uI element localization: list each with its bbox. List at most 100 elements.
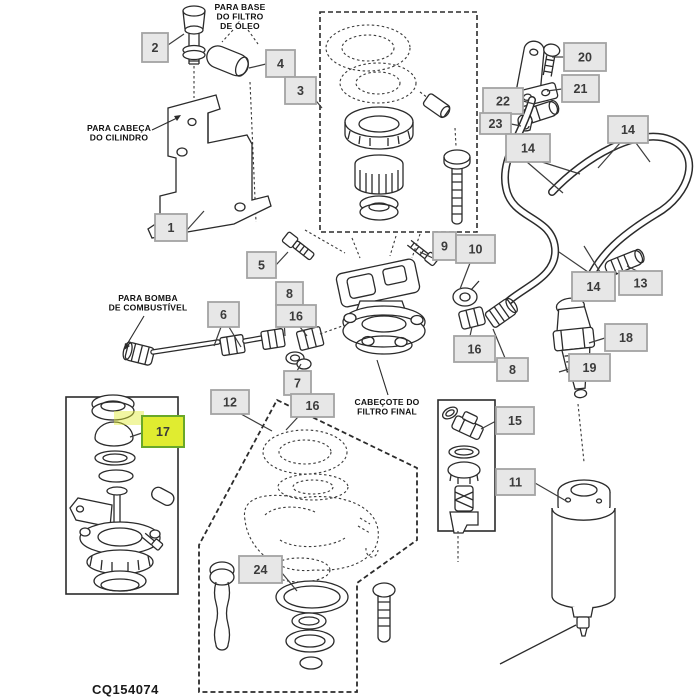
sensor-18-19 xyxy=(552,297,596,399)
callout-number: 24 xyxy=(254,563,268,577)
callout-leader xyxy=(167,33,185,46)
callout-20[interactable]: 20 xyxy=(563,42,607,72)
callout-number: 14 xyxy=(521,142,535,156)
callout-14[interactable]: 14 xyxy=(571,271,616,302)
callout-16[interactable]: 16 xyxy=(453,335,496,363)
callout-leader xyxy=(275,251,289,266)
callout-4[interactable]: 4 xyxy=(265,49,296,78)
callout-box xyxy=(495,468,536,496)
callout-22[interactable]: 22 xyxy=(482,87,524,115)
callout-leader xyxy=(459,262,471,290)
callout-box xyxy=(246,251,277,279)
callout-number: 14 xyxy=(587,280,601,294)
callout-box xyxy=(479,112,512,135)
callout-box xyxy=(275,304,317,328)
callout-box xyxy=(141,415,185,448)
callout-8[interactable]: 8 xyxy=(275,281,304,306)
callout-14[interactable]: 14 xyxy=(607,115,649,144)
callout-box xyxy=(618,270,663,296)
callout-5[interactable]: 5 xyxy=(246,251,277,279)
callout-16[interactable]: 16 xyxy=(290,393,335,418)
callout-leader xyxy=(558,368,570,373)
callout-box xyxy=(496,357,529,382)
oil-filter-kit-box-3 xyxy=(319,11,478,233)
label-arrows xyxy=(124,115,389,396)
callout-19[interactable]: 19 xyxy=(568,353,611,382)
callout-number: 18 xyxy=(619,331,633,345)
hex-fitting xyxy=(295,326,325,351)
connector-13 xyxy=(604,248,645,276)
callout-number: 1 xyxy=(168,221,175,235)
callout-leader xyxy=(299,326,308,337)
callout-24[interactable]: 24 xyxy=(238,555,283,584)
callout-leader xyxy=(129,432,143,438)
callout-leader xyxy=(480,420,497,430)
callout-box xyxy=(154,213,188,242)
callout-number: 10 xyxy=(469,243,483,257)
callout-leader xyxy=(588,337,606,344)
callout-number: 14 xyxy=(621,123,635,137)
mounting-bolt-2 xyxy=(182,5,206,98)
callout-7[interactable]: 7 xyxy=(283,370,312,396)
check-valve-parts xyxy=(441,406,484,534)
highlight-glow xyxy=(114,411,144,425)
callout-box xyxy=(505,133,551,163)
callout-6[interactable]: 6 xyxy=(207,301,240,328)
callout-box xyxy=(563,42,607,72)
callout-8[interactable]: 8 xyxy=(496,357,529,382)
bolt-20 xyxy=(542,43,561,77)
callout-number: 6 xyxy=(220,308,227,322)
callout-box xyxy=(284,76,317,105)
callout-leader xyxy=(546,88,563,92)
fuel-pump-kit-box-17 xyxy=(65,394,179,595)
callout-2[interactable]: 2 xyxy=(141,32,169,63)
washers-7 xyxy=(285,351,312,370)
fuel-pump-parts xyxy=(69,394,175,592)
callout-9[interactable]: 9 xyxy=(432,231,457,261)
fuel-canister-11 xyxy=(499,479,616,665)
callout-leader xyxy=(597,142,621,169)
callout-12[interactable]: 12 xyxy=(210,389,250,415)
gasket-kit-24 xyxy=(209,561,396,670)
callout-14[interactable]: 14 xyxy=(505,133,551,163)
hose-elbow-fitting xyxy=(484,297,518,328)
callout-15[interactable]: 15 xyxy=(495,406,535,435)
callout-leader xyxy=(510,123,522,127)
callout-box xyxy=(455,234,496,264)
dash-head-to-kit xyxy=(351,233,421,259)
callout-16[interactable]: 16 xyxy=(275,304,317,328)
callout-number: 3 xyxy=(297,84,304,98)
callout-leader xyxy=(285,416,299,431)
callout-number: 4 xyxy=(277,57,284,71)
filter-cap xyxy=(344,106,414,150)
callout-number: 20 xyxy=(578,51,592,65)
callout-box xyxy=(207,301,240,328)
callout-box xyxy=(568,353,611,382)
callout-leader xyxy=(281,572,298,592)
mounting-bracket-1 xyxy=(147,94,272,239)
callout-18[interactable]: 18 xyxy=(604,323,648,352)
callout-leader xyxy=(248,63,267,69)
nut-16-target xyxy=(458,306,486,330)
callout-13[interactable]: 13 xyxy=(618,270,663,296)
callout-number: 11 xyxy=(509,476,522,490)
callout-11[interactable]: 11 xyxy=(495,468,536,496)
callout-10[interactable]: 10 xyxy=(455,234,496,264)
callout-21[interactable]: 21 xyxy=(561,74,600,103)
callout-leader xyxy=(526,161,564,194)
callout-box xyxy=(495,406,535,435)
callout-3[interactable]: 3 xyxy=(284,76,317,105)
callout-leader xyxy=(469,326,473,337)
callout-number: 15 xyxy=(508,414,522,428)
callout-17[interactable]: 17 xyxy=(114,411,185,448)
callout-leader xyxy=(296,363,302,372)
dash-bolt5-to-head xyxy=(304,229,346,254)
callout-1[interactable]: 1 xyxy=(154,213,188,242)
callout-23[interactable]: 23 xyxy=(479,112,512,135)
